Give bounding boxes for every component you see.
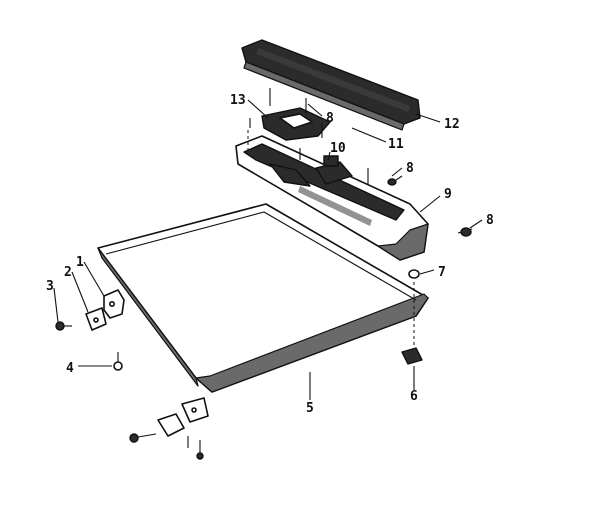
callout-4: 4: [66, 361, 74, 376]
callout-1: 1: [76, 255, 84, 270]
screw-8-top: [249, 88, 369, 184]
callout-8-right: 8: [486, 213, 494, 228]
clip-6: [401, 347, 423, 365]
control-housing: [235, 135, 429, 261]
switch-part: [323, 155, 339, 167]
callout-11: 11: [388, 137, 404, 152]
hinge-upper: [85, 289, 125, 331]
callout-13: 13: [230, 93, 246, 108]
callout-8-top: 8: [326, 111, 334, 126]
callout-9: 9: [444, 187, 452, 202]
callout-8-mid: 8: [406, 161, 414, 176]
screw-lower-right: [187, 436, 204, 460]
callout-12: 12: [444, 117, 460, 132]
top-lid: [97, 203, 429, 393]
hinge-lower: [157, 397, 209, 437]
control-bracket: [261, 107, 331, 141]
screw-8-mid: [387, 175, 403, 186]
callout-2: 2: [64, 265, 72, 280]
trim-cap: [241, 39, 421, 131]
callout-3: 3: [46, 279, 54, 294]
screw-7: [408, 269, 420, 279]
screw-3: [55, 321, 72, 331]
callout-10: 10: [330, 141, 346, 156]
callout-7: 7: [438, 265, 446, 280]
screw-4: [113, 352, 123, 371]
callout-5: 5: [306, 401, 314, 416]
screw-lower-left: [129, 433, 157, 443]
screw-8-right: [457, 227, 473, 237]
callout-6: 6: [410, 389, 418, 404]
